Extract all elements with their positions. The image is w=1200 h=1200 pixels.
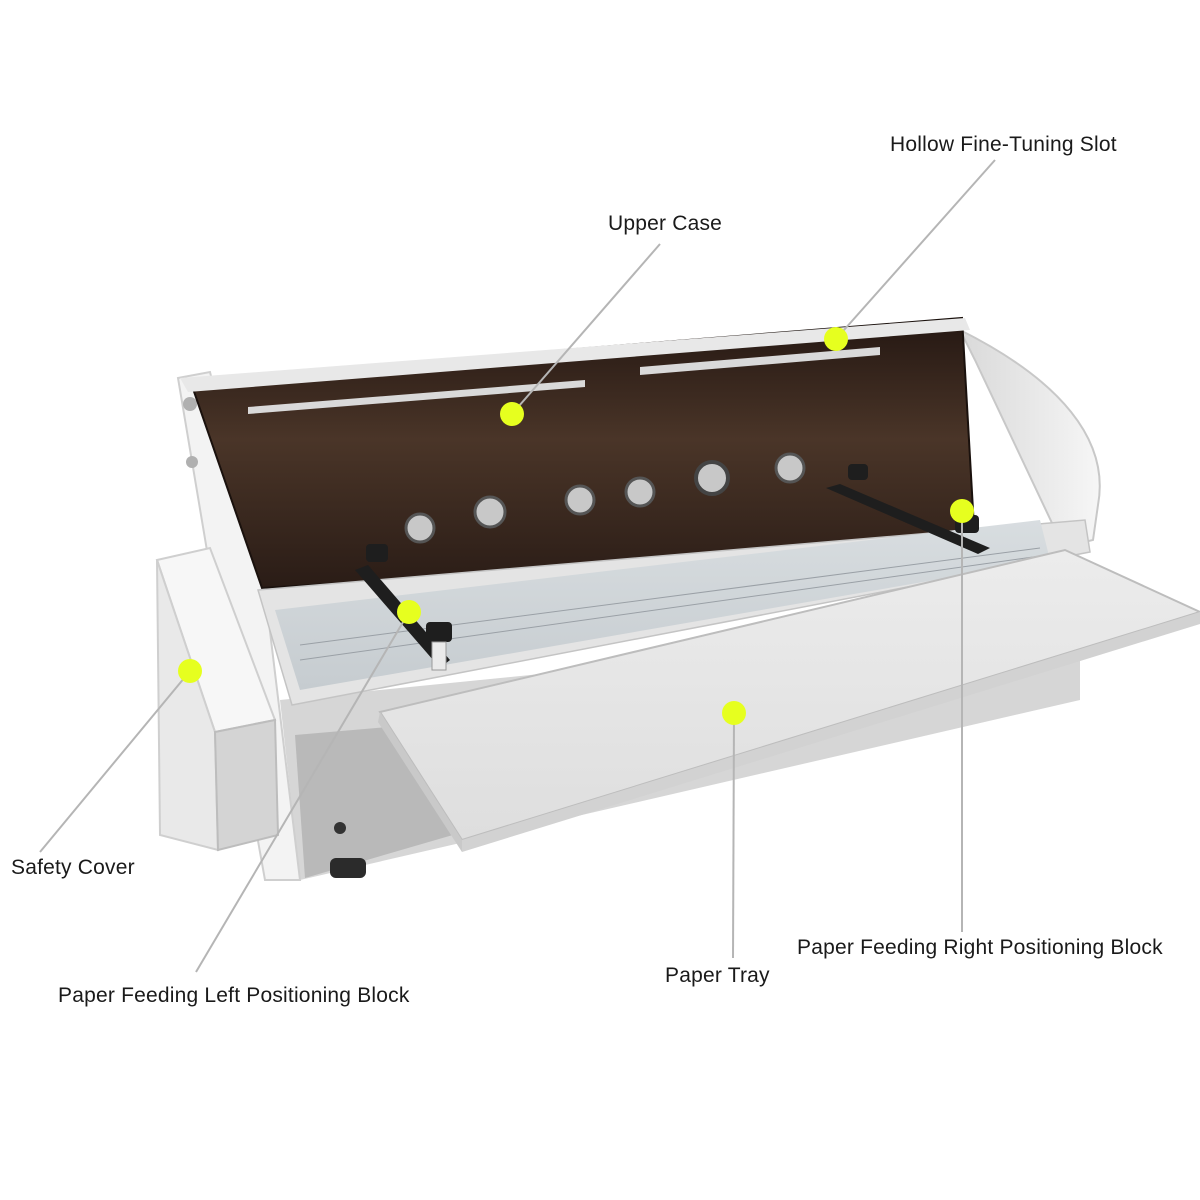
- marker-paper-tray: [722, 701, 746, 725]
- marker-safety-cover: [178, 659, 202, 683]
- marker-right-block: [950, 499, 974, 523]
- hollow-slots: [248, 347, 880, 414]
- leader-lines: [39, 159, 996, 973]
- ruler-strip: [275, 520, 1050, 690]
- label-left-block: Paper Feeding Left Positioning Block: [58, 984, 410, 1007]
- marker-upper-case: [500, 402, 524, 426]
- label-upper-case: Upper Case: [608, 212, 723, 235]
- label-paper-tray: Paper Tray: [665, 964, 770, 987]
- marker-hollow-slot: [824, 327, 848, 351]
- safety-cover-box: [155, 546, 280, 852]
- callout-markers: [178, 327, 974, 725]
- right-side-panel: [957, 327, 1101, 550]
- label-right-block: Paper Feeding Right Positioning Block: [797, 936, 1163, 959]
- marker-left-block: [397, 600, 421, 624]
- feed-wheels: [404, 452, 806, 544]
- label-hollow-slot: Hollow Fine-Tuning Slot: [890, 133, 1117, 156]
- paper-tray: [378, 548, 1200, 842]
- label-safety-cover: Safety Cover: [11, 856, 135, 879]
